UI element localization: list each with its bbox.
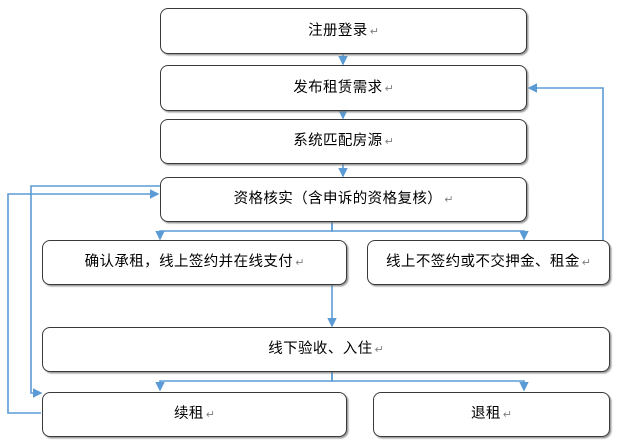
paragraph-mark-icon: ↵ — [374, 344, 384, 356]
paragraph-mark-icon: ↵ — [205, 409, 216, 421]
edge-qualification-to-confirm — [155, 222, 333, 241]
paragraph-mark-icon: ↵ — [444, 194, 454, 206]
node-publish-demand[interactable]: 发布租赁需求↵ — [160, 65, 527, 111]
node-end-lease-label: 退租 — [470, 406, 501, 423]
paragraph-mark-icon: ↵ — [384, 136, 394, 148]
node-renew-lease[interactable]: 续租↵ — [42, 392, 347, 437]
edge-qualification-to-nosign — [331, 222, 529, 241]
paragraph-mark-icon: ↵ — [295, 257, 305, 269]
node-offline-acceptance-label: 线下验收、入住 — [268, 341, 373, 358]
paragraph-mark-icon: ↵ — [502, 409, 513, 421]
edge-renew-to-qualification-outer — [7, 189, 160, 414]
node-qualification-check[interactable]: 资格核实（含申诉的资格复核）↵ — [160, 177, 527, 222]
edge-offline-to-renew — [155, 372, 333, 392]
node-confirm-sign-pay-label: 确认承租，线上签约并在线支付 — [84, 254, 294, 271]
node-renew-lease-label: 续租 — [173, 406, 204, 423]
node-end-lease[interactable]: 退租↵ — [373, 392, 610, 437]
paragraph-mark-icon: ↵ — [581, 257, 591, 269]
node-system-match[interactable]: 系统匹配房源↵ — [160, 119, 527, 164]
edge-offline-to-endlease — [331, 372, 529, 392]
node-offline-acceptance[interactable]: 线下验收、入住↵ — [42, 327, 610, 372]
edge-nosign-to-publish — [527, 83, 604, 241]
paragraph-mark-icon: ↵ — [369, 25, 379, 38]
node-publish-demand-label: 发布租赁需求 — [293, 79, 383, 96]
node-no-sign-no-pay[interactable]: 线上不签约或不交押金、租金↵ — [367, 240, 610, 285]
node-confirm-sign-pay[interactable]: 确认承租，线上签约并在线支付↵ — [42, 240, 347, 285]
node-register[interactable]: 注册登录↵ — [160, 8, 527, 54]
node-register-label: 注册登录 — [308, 22, 368, 39]
node-no-sign-no-pay-label: 线上不签约或不交押金、租金 — [386, 254, 580, 271]
node-system-match-label: 系统匹配房源 — [293, 133, 383, 150]
node-qualification-check-label: 资格核实（含申诉的资格复核） — [233, 191, 443, 208]
paragraph-mark-icon: ↵ — [384, 82, 394, 95]
